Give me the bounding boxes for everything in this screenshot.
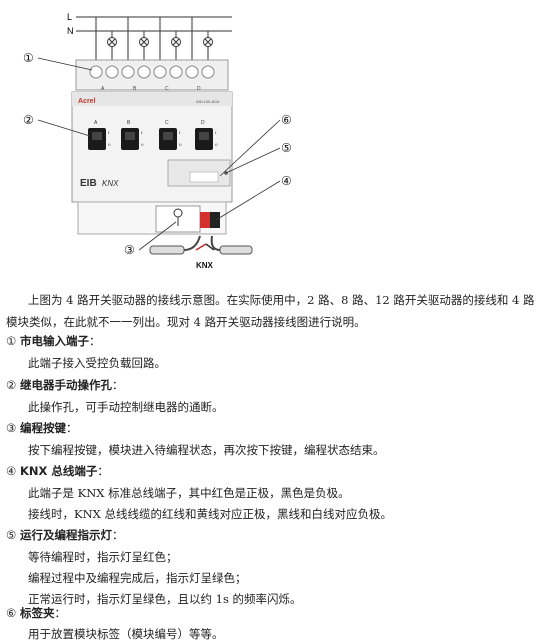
channel-label: A — [94, 120, 98, 126]
brand-logo: Acrel — [78, 98, 96, 105]
model-label: ASL100-8/16 — [196, 99, 220, 104]
switch-off-mark: 0 — [215, 142, 218, 147]
callout-3: ③ — [124, 243, 135, 257]
callout-4: ④ — [281, 174, 292, 188]
line-n-label: N — [67, 26, 74, 36]
switch-off-mark: 0 — [108, 142, 111, 147]
item-4-line-1: 此端子是 KNX 标准总线端子，其中红色是正极，黑色是负极。 — [28, 486, 350, 500]
switch-on-mark: I — [108, 130, 110, 135]
switch-off-mark: 0 — [179, 142, 182, 147]
relay-switch-a[interactable]: I 0 — [88, 128, 111, 150]
item-5-line-1: 等待编程时，指示灯呈红色； — [28, 550, 178, 564]
item-6-colon: ： — [54, 606, 66, 620]
callout-6: ⑥ — [281, 113, 292, 127]
callout-2: ② — [23, 113, 34, 127]
item-2-heading: ② 继电器手动操作孔： — [6, 378, 123, 392]
switch-on-mark: I — [179, 130, 181, 135]
item-1-title: 市电输入端子 — [19, 334, 89, 348]
knx-bus-label: KNX — [196, 261, 214, 270]
callout-leaders — [37, 57, 281, 251]
item-1-heading: ① 市电输入端子： — [6, 334, 100, 348]
item-3-heading: ③ 编程按键： — [6, 421, 77, 435]
item-5-line-3: 正常运行时，指示灯呈绿色，且以约 1s 的频率闪烁。 — [28, 592, 302, 606]
item-3-colon: ： — [65, 421, 78, 435]
callout-5: ⑤ — [281, 141, 292, 155]
item-2-title: 继电器手动操作孔 — [19, 378, 112, 392]
item-4-title: KNX 总线端子 — [19, 464, 98, 478]
lamp-icon — [171, 37, 181, 47]
relay-switch-b[interactable]: I 0 — [121, 128, 144, 150]
relay-switch-c[interactable]: I 0 — [159, 128, 182, 150]
channel-label: D — [201, 120, 205, 126]
item-6-line-1: 用于放置模块标签（模块编号）等等。 — [28, 627, 224, 641]
terminal-letter: A — [101, 86, 105, 92]
switch-on-mark: I — [215, 130, 217, 135]
item-2-line-1: 此操作孔，可手动控制继电器的通断。 — [28, 400, 224, 414]
switch-off-mark: 0 — [141, 142, 144, 147]
intro-text: 上图为 4 路开关驱动器的接线示意图。在实际使用中，2 路、8 路、12 路开关… — [6, 293, 535, 329]
item-4-colon: ： — [97, 464, 109, 478]
item-5-colon: ： — [111, 528, 124, 542]
knx-terminal-black — [210, 212, 220, 228]
item-1-number: ① — [6, 334, 17, 348]
lamp-icon — [203, 37, 213, 47]
item-1-colon: ： — [88, 334, 101, 348]
item-3-number: ③ — [6, 421, 17, 435]
item-3-title: 编程按键 — [19, 421, 66, 435]
terminal-screws — [89, 65, 215, 79]
terminal-letter: D — [197, 86, 201, 92]
knx-terminal-red — [200, 212, 210, 228]
item-5-number: ⑤ — [6, 528, 17, 542]
terminal-letter: C — [165, 86, 169, 92]
item-4-line-2: 接线时，KNX 总线线缆的红线和黄线对应正极，黑线和白线对应负极。 — [28, 507, 392, 521]
item-4-number: ④ — [6, 464, 17, 478]
item-2-colon: ： — [111, 378, 124, 392]
knx-mark: KNX — [102, 179, 119, 188]
wiring-diagram: L N A B C D Acrel ASL100-8/16 A B C — [23, 12, 292, 270]
intro-paragraph: 上图为 4 路开关驱动器的接线示意图。在实际使用中，2 路、8 路、12 路开关… — [6, 289, 536, 333]
item-2-number: ② — [6, 378, 17, 392]
knx-bus-cable — [149, 235, 253, 255]
lamp-icon — [107, 37, 117, 47]
item-5-title: 运行及编程指示灯 — [19, 528, 112, 542]
line-l-label: L — [67, 12, 72, 22]
channel-label: B — [127, 120, 131, 126]
callout-1: ① — [23, 51, 34, 65]
relay-switch-d[interactable]: I 0 — [195, 128, 218, 150]
item-6-number: ⑥ — [6, 606, 17, 620]
item-3-line-1: 按下编程按键，模块进入待编程状态，再次按下按键，编程状态结束。 — [28, 443, 385, 457]
item-6-heading: ⑥ 标签夹： — [6, 606, 66, 620]
item-5-heading: ⑤ 运行及编程指示灯： — [6, 528, 123, 542]
item-4-heading: ④ KNX 总线端子： — [6, 464, 109, 478]
item-5-line-2: 编程过程中及编程完成后，指示灯呈绿色； — [28, 571, 247, 585]
item-6-title: 标签夹 — [19, 606, 55, 620]
terminal-letter: B — [133, 86, 137, 92]
eib-mark: EIB — [80, 178, 97, 189]
lamp-icon — [139, 37, 149, 47]
switch-on-mark: I — [141, 130, 143, 135]
item-1-line-1: 此端子接入受控负载回路。 — [28, 356, 166, 370]
channel-label: C — [165, 120, 169, 126]
